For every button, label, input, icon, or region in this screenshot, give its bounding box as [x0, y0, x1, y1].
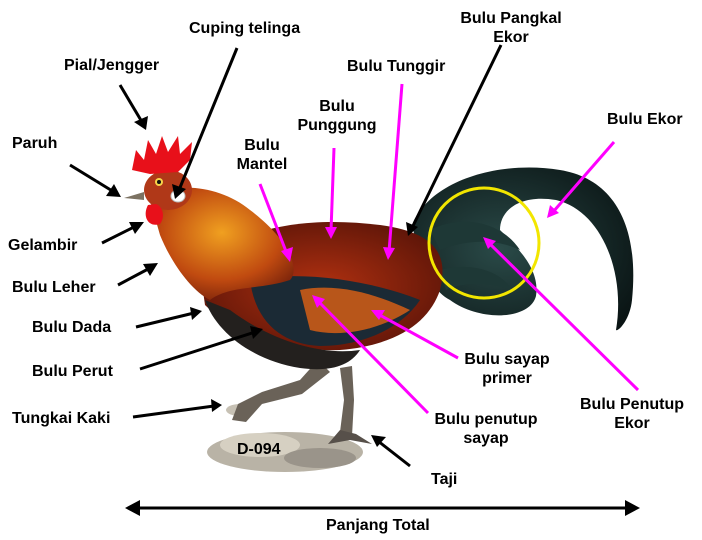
label-bulu-sayap-primer-line2: primer	[452, 369, 562, 388]
arrow-cuping-telinga	[179, 48, 237, 190]
label-panjang-total: Panjang Total	[326, 516, 430, 535]
label-bulu-penutup-ekor-line1: Bulu Penutup	[570, 395, 694, 414]
arrow-gelambir	[102, 226, 136, 243]
label-bulu-penutup-sayap-line1: Bulu penutup	[424, 410, 548, 429]
label-cuping-telinga: Cuping telinga	[189, 19, 300, 38]
label-bulu-punggung-line2: Punggung	[289, 116, 385, 135]
label-taji: Taji	[431, 470, 457, 489]
label-bulu-dada: Bulu Dada	[32, 318, 111, 337]
label-bulu-punggung-line1: Bulu	[289, 97, 385, 116]
arrow-tungkai-kaki	[133, 406, 214, 417]
label-bulu-leher: Bulu Leher	[12, 278, 96, 297]
label-tungkai-kaki: Tungkai Kaki	[12, 409, 110, 428]
arrow-bulu-punggung	[331, 148, 334, 231]
label-bulu-pangkal-ekor-line1: Bulu Pangkal	[445, 9, 577, 28]
label-bulu-mantel-line1: Bulu	[234, 136, 290, 155]
label-bulu-sayap-primer-line1: Bulu sayap	[452, 350, 562, 369]
rooster-comb	[132, 136, 192, 174]
arrow-bulu-perut	[140, 332, 255, 369]
arrow-bulu-dada	[136, 313, 194, 327]
label-pial-jengger: Pial/Jengger	[64, 56, 159, 75]
label-gelambir: Gelambir	[8, 236, 77, 255]
label-bulu-pangkal-ekor-line2: Ekor	[445, 28, 577, 47]
label-bulu-tunggir: Bulu Tunggir	[347, 57, 445, 76]
label-specimen-code: D-094	[237, 440, 281, 459]
arrow-bulu-leher	[118, 268, 150, 285]
label-bulu-pangkal-ekor: Bulu Pangkal Ekor	[445, 9, 577, 47]
arrow-paruh	[70, 165, 114, 192]
label-bulu-mantel: Bulu Mantel	[234, 136, 290, 174]
label-bulu-ekor: Bulu Ekor	[607, 110, 683, 129]
rooster-tail	[412, 167, 633, 330]
label-bulu-penutup-ekor: Bulu Penutup Ekor	[570, 395, 694, 433]
label-bulu-punggung: Bulu Punggung	[289, 97, 385, 135]
label-bulu-mantel-line2: Mantel	[234, 155, 290, 174]
arrow-taji	[378, 441, 410, 466]
label-bulu-penutup-sayap-line2: sayap	[424, 429, 548, 448]
label-bulu-penutup-ekor-line2: Ekor	[570, 414, 694, 433]
arrow-bulu-tunggir	[389, 84, 402, 252]
label-bulu-penutup-sayap: Bulu penutup sayap	[424, 410, 548, 448]
arrow-pial-jengger	[120, 85, 142, 122]
label-paruh: Paruh	[12, 134, 57, 153]
rooster-legs	[232, 360, 372, 444]
label-bulu-perut: Bulu Perut	[32, 362, 113, 381]
label-bulu-sayap-primer: Bulu sayap primer	[452, 350, 562, 388]
